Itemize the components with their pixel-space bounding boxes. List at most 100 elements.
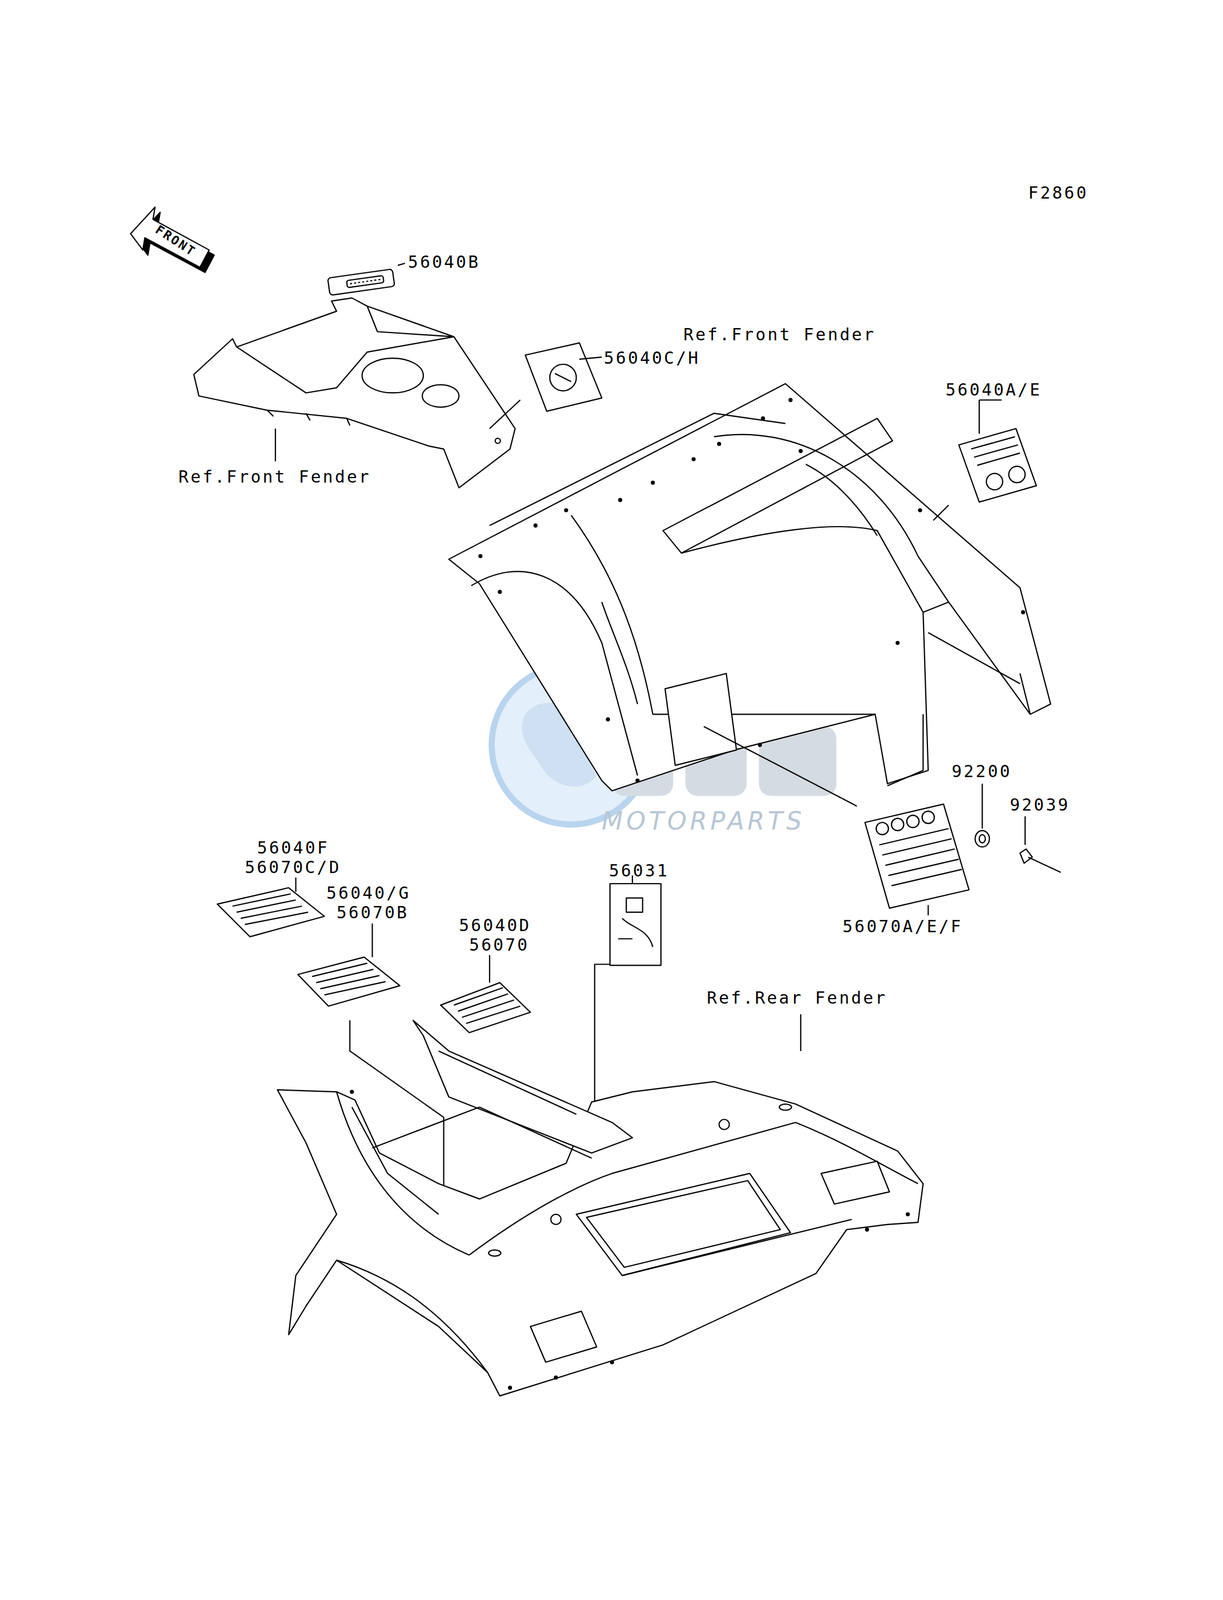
line-art bbox=[605, 717, 610, 722]
line-art bbox=[336, 1091, 470, 1255]
callout-number: 56040A/E bbox=[945, 381, 1043, 399]
line-art bbox=[489, 413, 786, 526]
line-art bbox=[601, 601, 638, 704]
line-art bbox=[274, 428, 277, 462]
line-art bbox=[933, 504, 949, 520]
sticker bbox=[864, 803, 970, 908]
line-art bbox=[663, 418, 893, 553]
sticker bbox=[440, 982, 531, 1033]
line-art bbox=[586, 1180, 781, 1267]
line-art bbox=[350, 279, 381, 284]
line-art bbox=[232, 893, 308, 925]
line-art bbox=[906, 814, 920, 828]
line-art bbox=[533, 523, 538, 528]
line-art bbox=[498, 589, 502, 594]
sticker bbox=[297, 956, 400, 1007]
line-art bbox=[453, 987, 521, 1024]
reference-label: Ref.Rear Fender bbox=[707, 989, 888, 1007]
callout-number: 56031 bbox=[608, 862, 670, 879]
line-art bbox=[981, 783, 983, 829]
callout-number: 92200 bbox=[951, 762, 1012, 780]
line-art bbox=[194, 297, 516, 488]
line-art bbox=[905, 1211, 910, 1216]
line-art bbox=[635, 778, 640, 783]
sticker bbox=[610, 883, 661, 965]
front-arrow-label: FRONT bbox=[153, 223, 198, 259]
callout-number: 56040C/H bbox=[603, 349, 701, 367]
watermark: MOTORPARTS bbox=[601, 808, 806, 834]
sticker bbox=[327, 268, 395, 296]
line-art bbox=[978, 399, 980, 434]
line-art bbox=[927, 904, 929, 915]
line-art bbox=[891, 818, 905, 831]
line-art bbox=[550, 1214, 562, 1225]
line-art bbox=[760, 416, 765, 420]
line-art bbox=[297, 956, 400, 1007]
callout-number: 56040/G bbox=[326, 884, 411, 902]
line-art bbox=[703, 726, 857, 806]
line-art bbox=[295, 877, 297, 892]
line-art bbox=[917, 508, 922, 512]
line-art bbox=[448, 383, 1051, 791]
line-art bbox=[788, 397, 793, 402]
sticker bbox=[217, 887, 325, 937]
line-art bbox=[312, 963, 386, 995]
line-art bbox=[422, 384, 459, 408]
line-art bbox=[397, 263, 405, 266]
line-art bbox=[478, 553, 483, 558]
line-art bbox=[361, 358, 424, 393]
line-art bbox=[626, 897, 643, 913]
line-art bbox=[779, 1103, 792, 1110]
reference-label: Ref.Front Fender bbox=[683, 326, 876, 343]
line-art bbox=[440, 982, 531, 1033]
line-art bbox=[681, 526, 923, 612]
line-art bbox=[622, 1219, 853, 1276]
line-art bbox=[717, 441, 722, 446]
line-art bbox=[1028, 856, 1062, 872]
line-art bbox=[489, 399, 521, 429]
line-art bbox=[927, 632, 1031, 714]
line-art bbox=[1008, 466, 1026, 483]
line-art bbox=[489, 954, 491, 983]
line-art bbox=[336, 1259, 488, 1372]
line-art bbox=[921, 810, 935, 824]
line-art bbox=[372, 1107, 592, 1158]
line-art bbox=[1024, 815, 1026, 845]
drawing-number: F2860 bbox=[1028, 184, 1089, 202]
sticker bbox=[525, 342, 602, 412]
line-art bbox=[349, 1089, 354, 1094]
line-art bbox=[1020, 848, 1033, 864]
callout-number: 56040F bbox=[257, 839, 330, 857]
line-art bbox=[757, 742, 762, 747]
line-art bbox=[217, 887, 325, 937]
line-art bbox=[346, 275, 384, 288]
line-art bbox=[438, 1050, 577, 1114]
line-art bbox=[800, 1013, 802, 1051]
callout-number: 56070B bbox=[336, 904, 409, 921]
callout-number: 92039 bbox=[1009, 796, 1071, 814]
line-art bbox=[610, 1359, 615, 1364]
line-art bbox=[876, 822, 889, 835]
line-art bbox=[478, 397, 1026, 783]
line-art bbox=[650, 480, 655, 485]
front-arrow bbox=[130, 206, 210, 268]
line-art bbox=[553, 1375, 558, 1380]
line-art bbox=[236, 336, 454, 394]
callout-number: 56040D bbox=[458, 916, 531, 934]
line-art bbox=[691, 456, 696, 461]
line-art bbox=[554, 373, 572, 382]
line-art bbox=[488, 1249, 501, 1256]
line-art bbox=[1021, 610, 1026, 615]
line-art bbox=[563, 508, 568, 512]
line-art bbox=[495, 438, 501, 444]
line-art bbox=[665, 673, 737, 766]
callout-number: 56070A/E/F bbox=[842, 917, 964, 935]
sticker bbox=[958, 428, 1037, 502]
line-art bbox=[366, 306, 454, 337]
line-art bbox=[979, 834, 986, 843]
line-art bbox=[887, 713, 923, 786]
callout-number: 56070C/D bbox=[244, 858, 342, 876]
line-art bbox=[879, 828, 963, 886]
